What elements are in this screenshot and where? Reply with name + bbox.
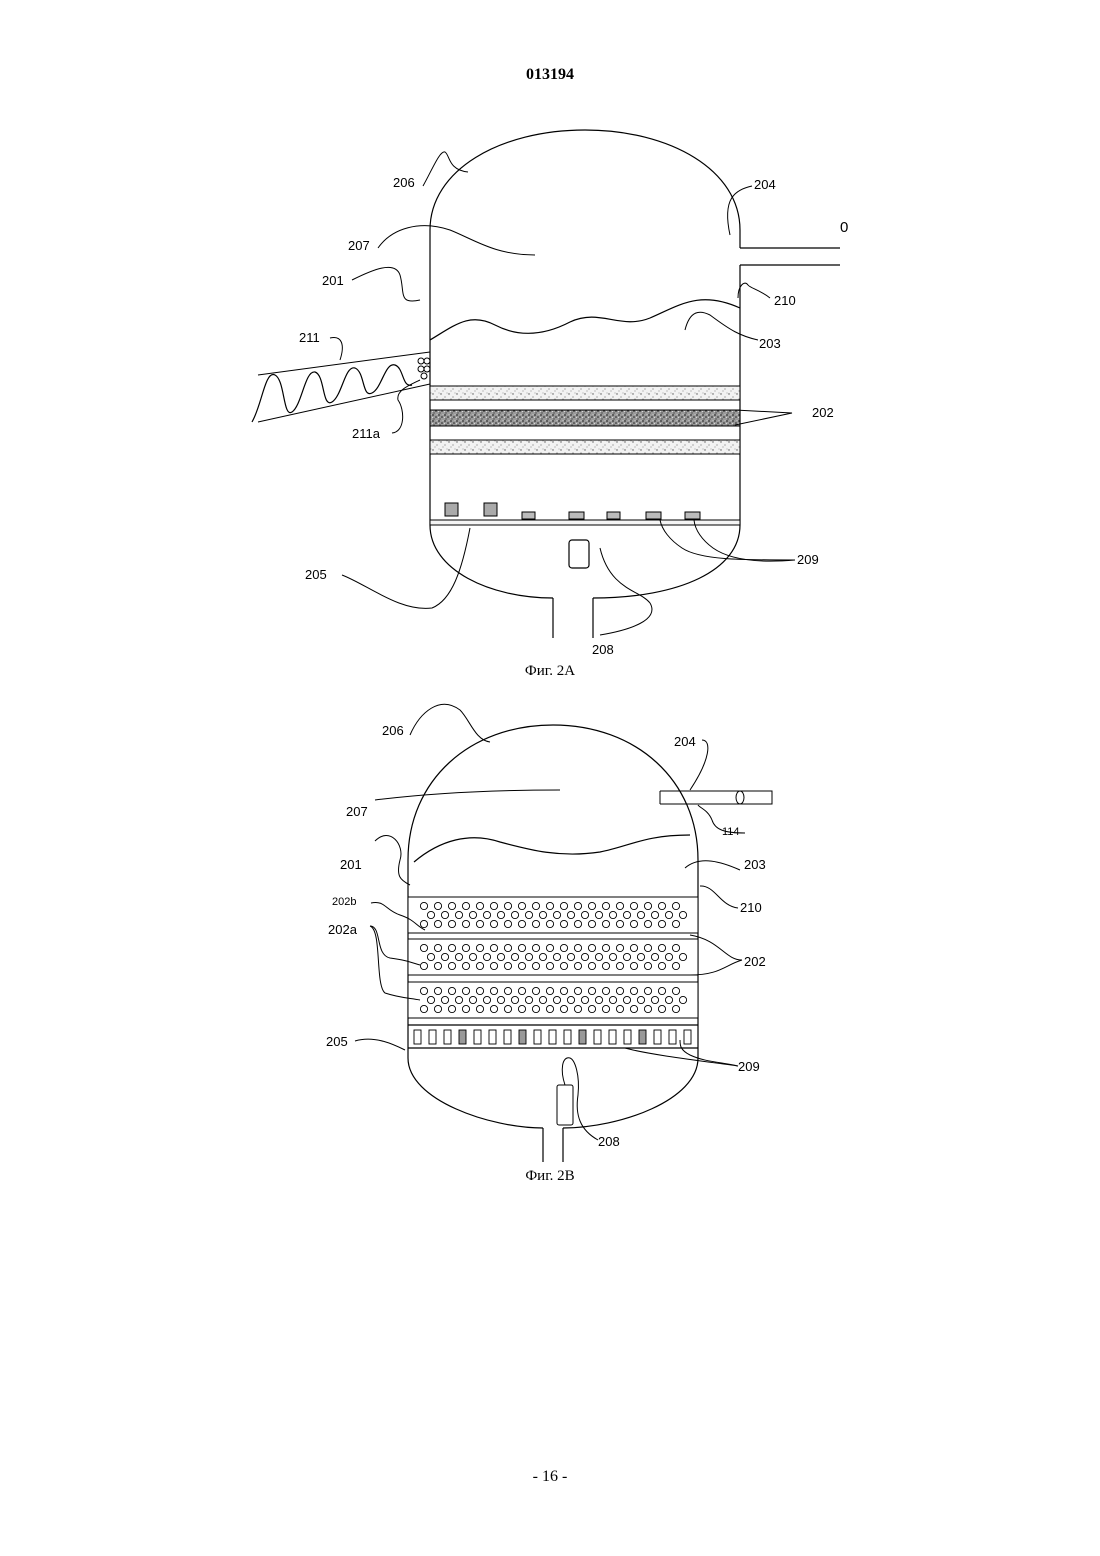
label-202: 202 <box>812 405 834 420</box>
distributor-nozzle <box>594 1030 601 1044</box>
distributor-nozzle <box>414 1030 421 1044</box>
distributor-nozzle <box>474 1030 481 1044</box>
distributor-nozzle <box>684 1030 691 1044</box>
distributor-nozzle <box>639 1030 646 1044</box>
liquid-surface-2b <box>414 835 690 862</box>
distributor-nozzle <box>429 1030 436 1044</box>
page-number-footer: - 16 - <box>0 1468 1100 1486</box>
label-203: 203 <box>744 857 766 872</box>
outlet-pipe-2a <box>740 248 840 265</box>
label-206: 206 <box>382 723 404 738</box>
distributor-nozzle <box>489 1030 496 1044</box>
label-114: 114 <box>722 826 740 838</box>
vessel-2a <box>430 130 740 638</box>
gas-distributor-2a <box>430 503 740 525</box>
label-211a: 211a <box>352 426 381 441</box>
label-206: 206 <box>393 175 415 190</box>
label-207: 207 <box>348 238 370 253</box>
label-204: 204 <box>754 177 776 192</box>
label-209: 209 <box>797 552 819 567</box>
label-202a: 202a <box>328 922 358 937</box>
distributor-nozzle <box>624 1030 631 1044</box>
distributor-nozzle <box>549 1030 556 1044</box>
label-210: 210 <box>740 900 762 915</box>
figure-2b: 206 204 207 114 201 203 202b 210 202a 20… <box>0 690 1100 1200</box>
label-210: 210 <box>774 293 796 308</box>
outlet-tube-2b <box>660 791 772 804</box>
inlet-nozzle-2b <box>557 1085 573 1125</box>
distributor-nozzle <box>609 1030 616 1044</box>
distributor-nozzle <box>444 1030 451 1044</box>
distributor-nozzle <box>504 1030 511 1044</box>
label-203: 203 <box>759 336 781 351</box>
label-208: 208 <box>592 642 614 657</box>
gas-distributor-2b <box>408 1025 698 1048</box>
label-208: 208 <box>598 1134 620 1149</box>
figure-2a-caption: Фиг. 2А <box>525 663 575 679</box>
distributor-nozzle <box>534 1030 541 1044</box>
catalyst-beds-2b <box>408 897 698 1018</box>
label-207: 207 <box>346 804 368 819</box>
label-201: 201 <box>340 857 362 872</box>
distributor-nozzle <box>519 1030 526 1044</box>
liquid-surface-2a <box>430 300 740 340</box>
label-202b: 202b <box>332 896 356 908</box>
figure-2a: 206 204 0 207 201 210 211 203 202 211a 2… <box>0 0 1100 700</box>
label-204: 204 <box>674 734 696 749</box>
catalyst-beds-2a <box>430 386 740 454</box>
distributor-nozzle <box>654 1030 661 1044</box>
label-205: 205 <box>326 1034 348 1049</box>
inlet-nozzle-2a <box>569 540 589 568</box>
label-205: 205 <box>305 567 327 582</box>
distributor-nozzle <box>669 1030 676 1044</box>
labels-2b: 206 204 207 114 201 203 202b 210 202a 20… <box>326 723 766 1149</box>
distributor-nozzle <box>579 1030 586 1044</box>
heater-coil-2a <box>252 352 430 422</box>
figure-2b-caption: Фиг. 2В <box>525 1168 574 1184</box>
label-211: 211 <box>299 330 320 345</box>
distributor-nozzle <box>564 1030 571 1044</box>
label-0: 0 <box>840 219 848 236</box>
distributor-nozzle <box>459 1030 466 1044</box>
label-201: 201 <box>322 273 344 288</box>
label-202: 202 <box>744 954 766 969</box>
label-209: 209 <box>738 1059 760 1074</box>
